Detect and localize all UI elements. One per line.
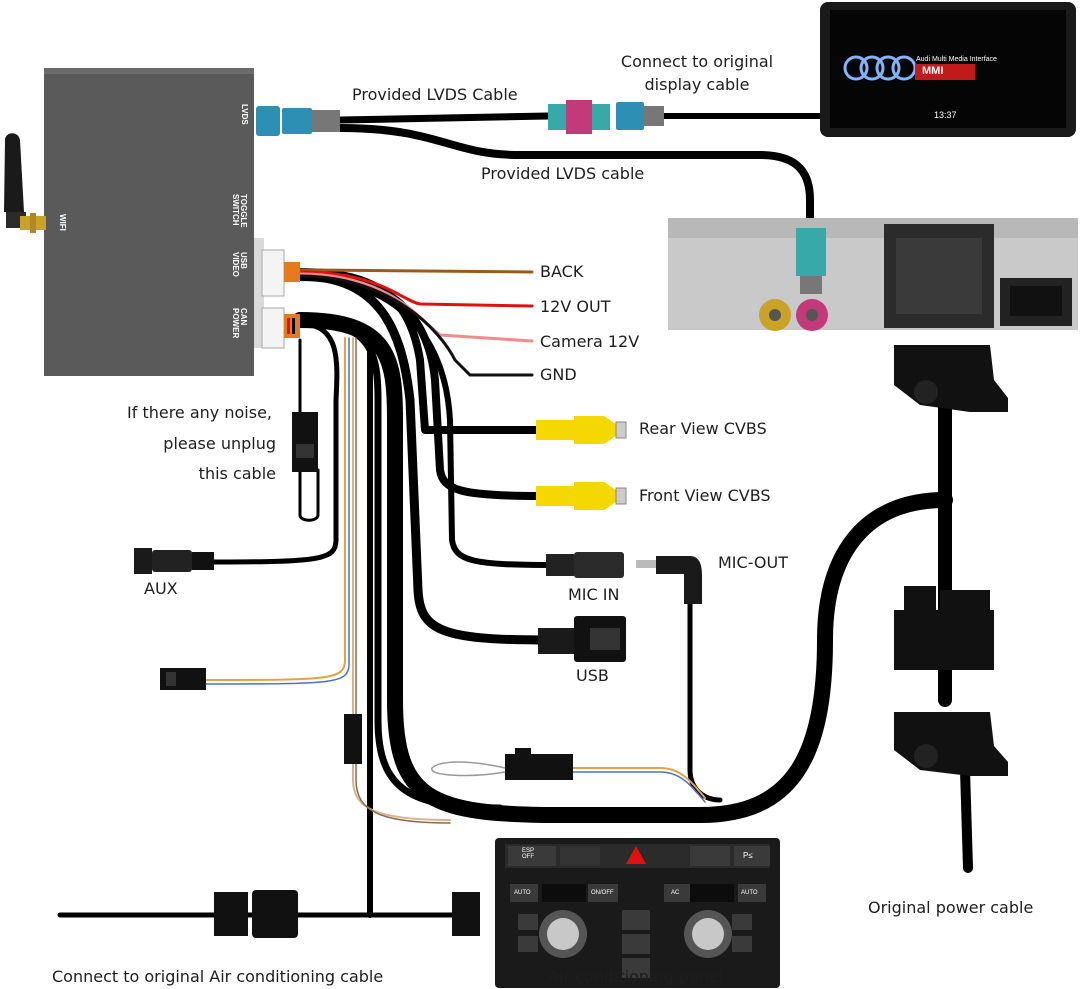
screen-brand-line: Audi Multi Media Interface [916, 56, 997, 63]
wifi-antenna [4, 133, 46, 233]
label-connect-display-2: display cable [644, 75, 750, 94]
label-12v-out: 12V OUT [540, 297, 611, 316]
small-plug-middle [344, 714, 362, 764]
head-unit [668, 218, 1078, 331]
label-original-power: Original power cable [868, 898, 1034, 917]
ac-button-auto-right: AUTO [741, 890, 758, 896]
label-mic-out: MIC-OUT [718, 553, 788, 572]
usb-port [538, 616, 626, 662]
small-plug-lower [505, 748, 573, 780]
ac-cable-connectors [214, 890, 480, 938]
mic-in-jack [546, 552, 624, 578]
lvds-connectors [256, 102, 664, 136]
label-noise-3: this cable [198, 464, 276, 483]
label-back: BACK [540, 262, 584, 281]
ac-panel [495, 838, 780, 988]
mmi-display [820, 2, 1076, 137]
aux-jack [134, 548, 214, 574]
mic-out-plug [636, 556, 702, 604]
label-aux: AUX [144, 579, 178, 598]
label-mic-in: MIC IN [568, 585, 620, 604]
port-label-wifi: WIFI [58, 214, 67, 231]
label-front-view: Front View CVBS [639, 486, 771, 505]
ac-button-p: P≤ [743, 851, 753, 860]
label-noise-2: please unplug [163, 434, 276, 453]
rca-rear [536, 416, 627, 444]
screen-mmi: MMI [922, 65, 944, 77]
ac-button-on-off: ON/OFF [591, 890, 614, 896]
label-camera-12v: Camera 12V [540, 332, 640, 351]
ac-button-esp: ESP OFF [522, 848, 535, 860]
label-ac-panel: Air conditioning panel [548, 967, 724, 986]
label-rear-view: Rear View CVBS [639, 419, 767, 438]
label-gnd: GND [540, 365, 577, 384]
noise-plug [292, 412, 318, 472]
label-noise-1: If there any noise, [127, 403, 272, 422]
small-plug-left [160, 668, 206, 690]
rca-front [536, 482, 627, 510]
screen-clock: 13:37 [934, 110, 957, 120]
power-connectors [894, 345, 1008, 776]
label-connect-ac: Connect to original Air conditioning cab… [52, 967, 384, 986]
port-label-usb-video: USB VIDEO [230, 252, 248, 277]
ac-button-auto-left: AUTO [514, 890, 531, 896]
interface-box [44, 68, 264, 376]
label-connect-display-1: Connect to original [620, 52, 774, 71]
thin-wires [204, 268, 706, 824]
harness-plugs [261, 249, 300, 349]
port-label-lvds: LVDS [240, 104, 249, 125]
label-provided-lvds-cable-top: Provided LVDS Cable [352, 85, 518, 104]
label-usb: USB [576, 666, 609, 685]
port-label-can-power: CAN POWER [230, 308, 248, 339]
port-label-toggle: TOGGLE SWITCH [230, 194, 248, 228]
label-provided-lvds-cable-2: Provided LVDS cable [481, 164, 645, 183]
ac-button-ac: AC [671, 890, 680, 896]
fakra-adapter [548, 100, 610, 134]
